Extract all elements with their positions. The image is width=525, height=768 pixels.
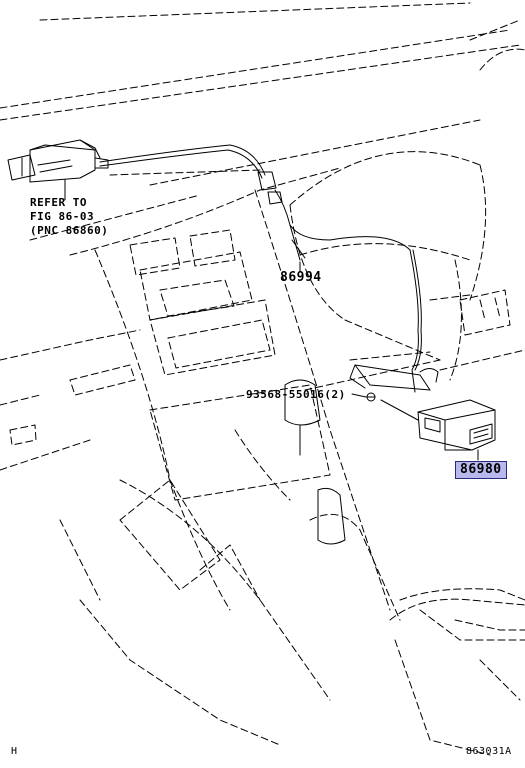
refer-callout-line1: REFER TO (30, 196, 87, 209)
part-label-86994[interactable]: 86994 (280, 270, 322, 285)
figure-code: 863031A (466, 746, 512, 757)
center-console-outline (59, 167, 441, 746)
gear-shift (284, 379, 346, 545)
antenna-amplifier-module (7, 139, 109, 183)
part-label-86980-highlighted[interactable]: 86980 (455, 461, 507, 479)
steering-cluster-outline (9, 151, 525, 701)
part-label-bolt[interactable]: 93568-55016(2) (246, 388, 346, 401)
seat-outline (389, 598, 525, 756)
mounting-bracket (349, 364, 439, 402)
leader-lines (64, 179, 479, 461)
refer-callout-line2: FIG 86-03 (30, 210, 95, 223)
wiring-harness-86994 (99, 144, 422, 393)
footer-left-mark: H (11, 746, 18, 757)
refer-callout-line3: (PNC 86860) (30, 224, 109, 237)
dashboard-outline (0, 2, 525, 471)
radio-receiver-86980 (417, 399, 496, 451)
